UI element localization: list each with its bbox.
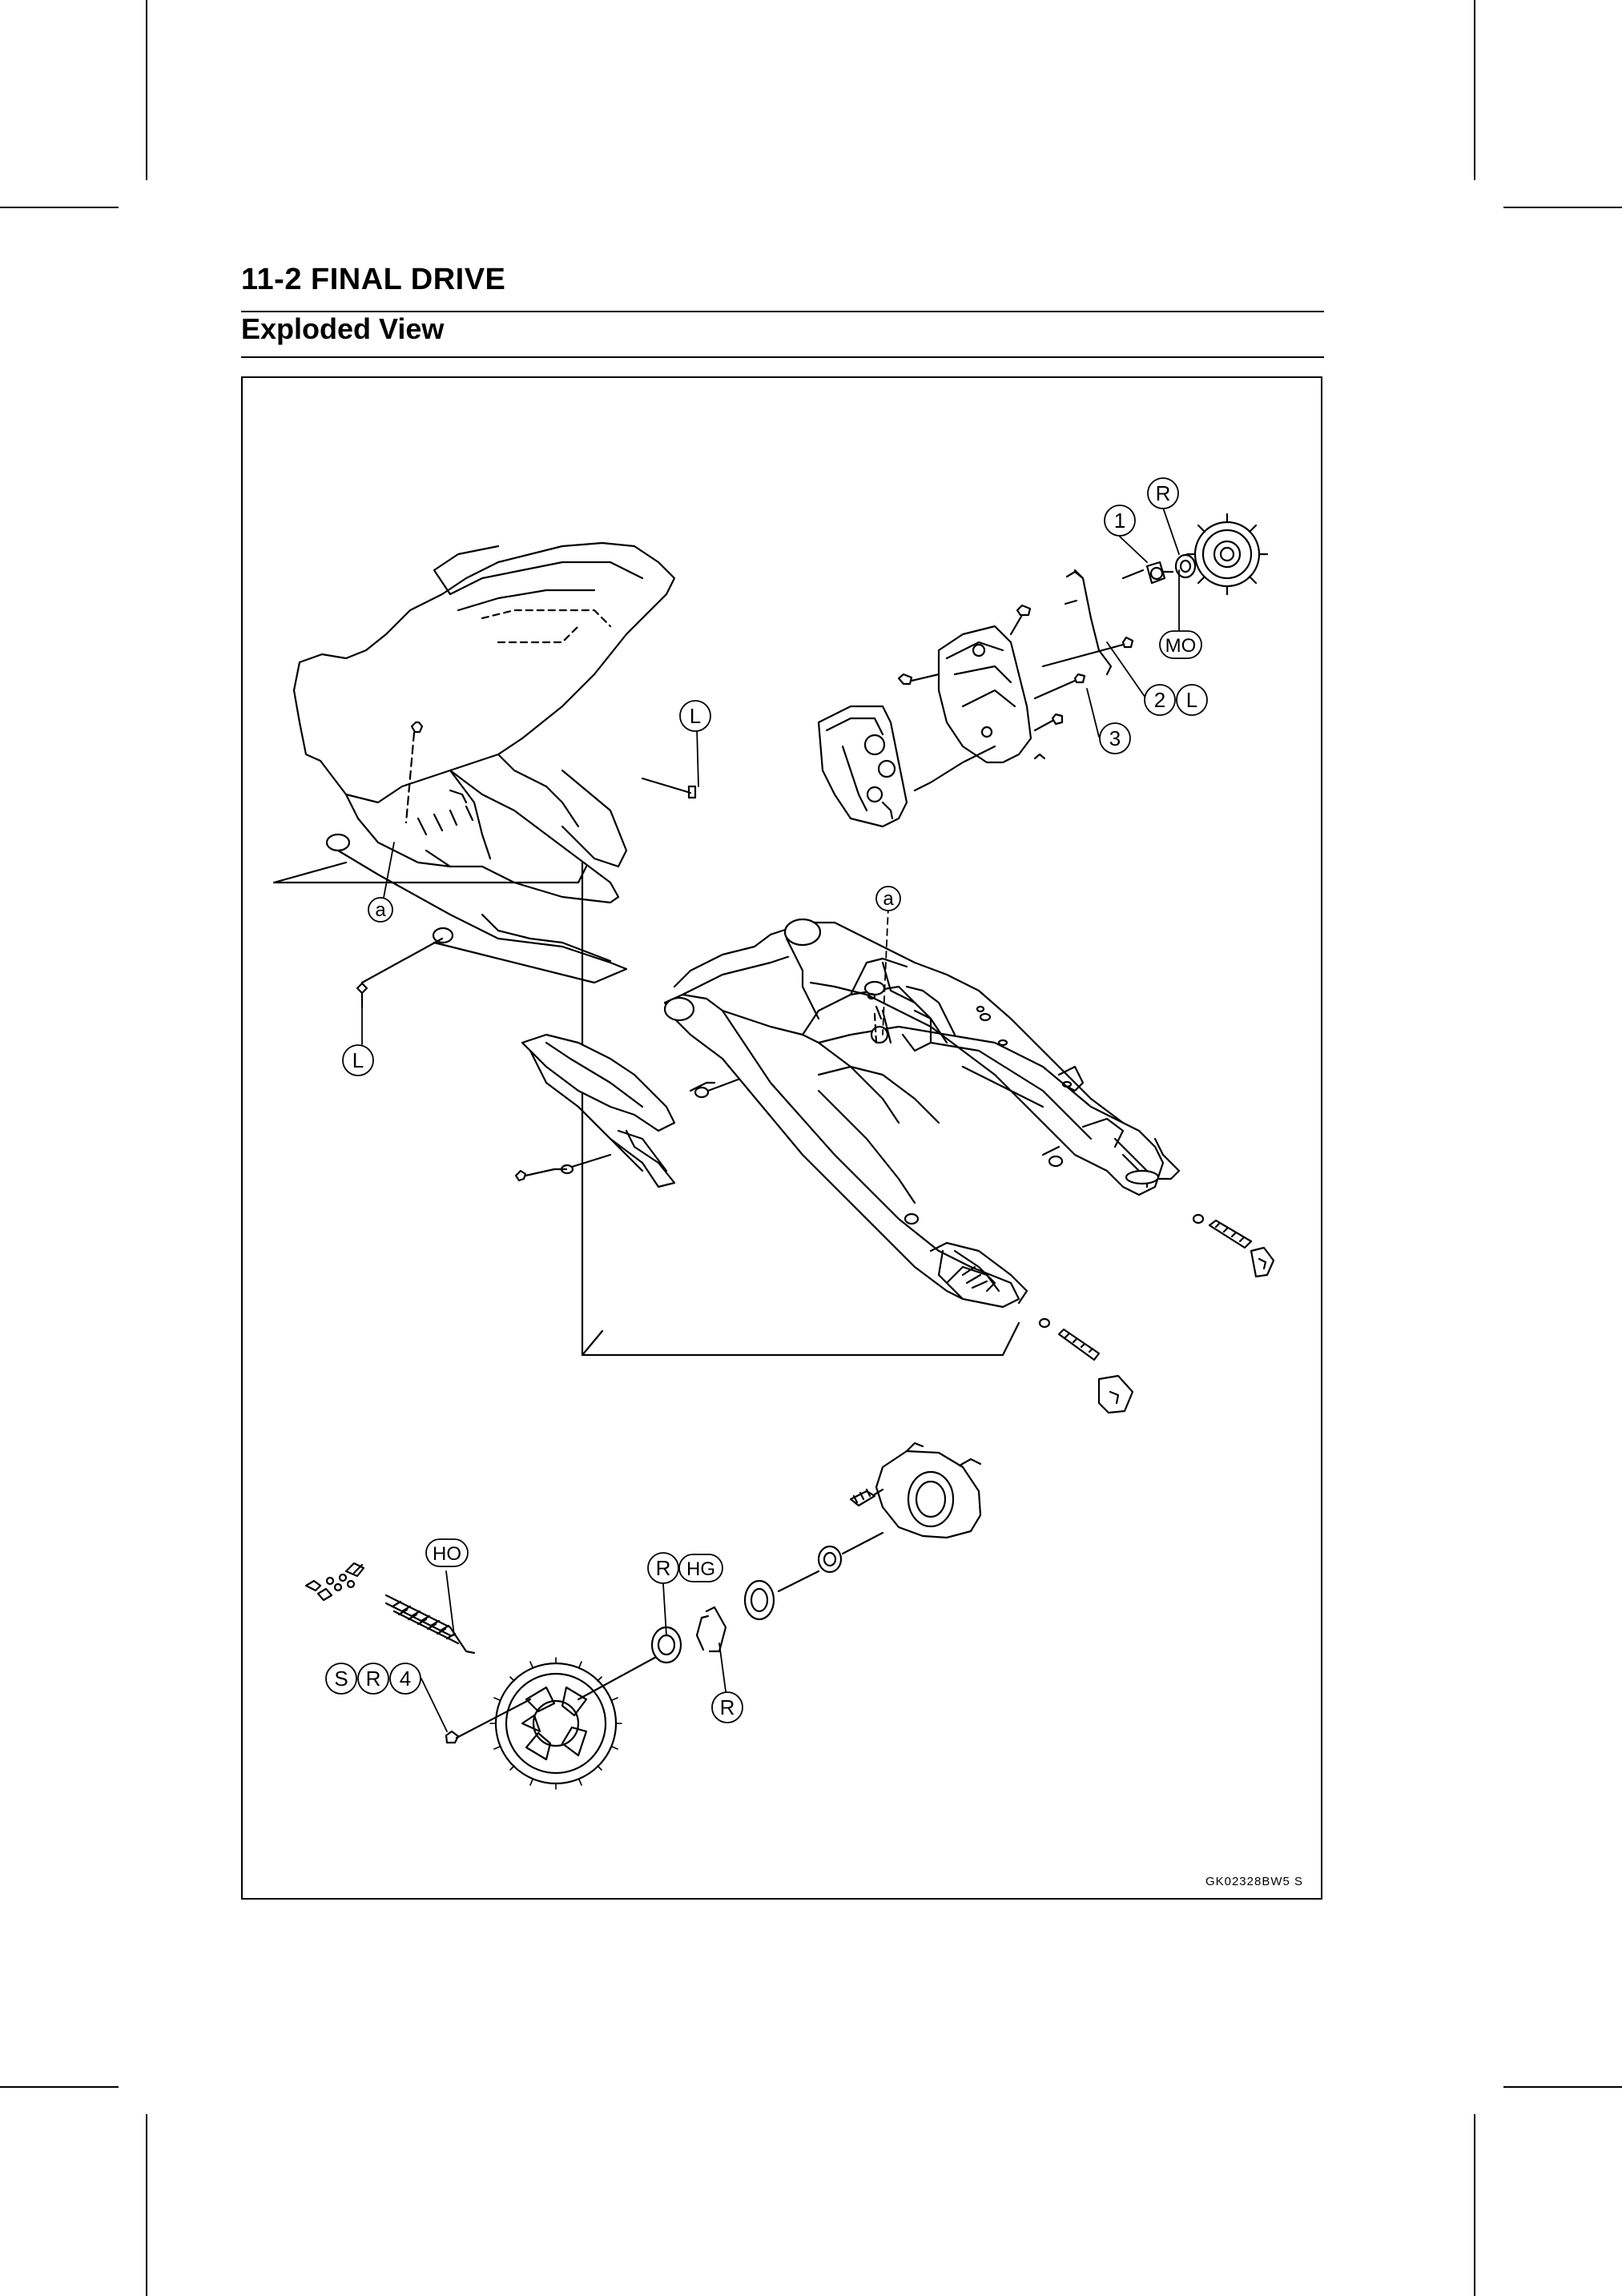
callout-a-arm — [875, 886, 901, 911]
callout-L-right-text: L — [1186, 688, 1197, 712]
figure-code: GK02328BW5 S — [1205, 1875, 1303, 1888]
callout-L-right — [1176, 684, 1208, 716]
callout-HO-text: HO — [433, 1543, 461, 1565]
callout-leaders — [361, 507, 1180, 1732]
crop-mark-top-left-vertical — [146, 0, 147, 180]
crop-mark-bottom-left-horizontal — [0, 2086, 119, 2088]
callout-MO — [1159, 630, 1202, 659]
exploded-view-figure: 1 R MO 2 L 3 L a a L HO R HG R S R 4 — [241, 376, 1322, 1900]
callout-L-top-text: L — [690, 704, 701, 728]
callout-MO-text: MO — [1165, 635, 1197, 657]
crop-mark-top-right-vertical — [1474, 0, 1475, 180]
swingarm-part — [663, 918, 1181, 1309]
callout-R-sprocket — [357, 1663, 389, 1695]
title-rule — [241, 311, 1324, 312]
callout-S-text: S — [334, 1667, 348, 1691]
crop-mark-top-right-horizontal — [1503, 207, 1622, 208]
callout-2 — [1144, 684, 1176, 716]
callout-L-top — [679, 700, 711, 732]
callout-HG-text: HG — [686, 1558, 715, 1580]
callout-L-left-text: L — [352, 1048, 364, 1072]
crop-mark-top-left-horizontal — [0, 207, 119, 208]
callout-4 — [389, 1663, 421, 1695]
callout-3-text: 3 — [1109, 726, 1121, 750]
crop-mark-bottom-right-vertical — [1474, 2114, 1475, 2296]
callout-1 — [1104, 505, 1136, 537]
callout-R-hub-text: R — [656, 1556, 671, 1580]
reference-leader-lines — [272, 861, 1020, 1357]
crop-mark-bottom-right-horizontal — [1503, 2086, 1622, 2088]
callout-labels: 1 R MO 2 L 3 L a a L HO R HG R S R 4 — [325, 477, 1208, 1723]
callout-HO — [425, 1538, 469, 1567]
callout-a-left-text: a — [375, 899, 386, 921]
callout-R-sprocket-text: R — [366, 1667, 381, 1691]
callout-2-text: 2 — [1154, 688, 1165, 712]
callout-R-circlip — [711, 1691, 743, 1723]
rear-sprocket-part — [445, 1650, 668, 1790]
callout-R-top-text: R — [1156, 481, 1171, 505]
callout-S — [325, 1663, 357, 1695]
callout-R-hub — [647, 1552, 679, 1584]
callout-1-text: 1 — [1114, 509, 1125, 533]
output-sprocket-part — [1121, 513, 1269, 596]
callout-a-arm-text: a — [883, 888, 894, 910]
callout-a-left — [368, 897, 393, 923]
callout-3 — [1099, 722, 1131, 754]
callout-R-top — [1147, 477, 1179, 509]
exploded-view-drawing: 1 R MO 2 L 3 L a a L HO R HG R S R 4 — [272, 477, 1275, 1790]
callout-R-circlip-text: R — [720, 1695, 735, 1719]
chain-guard-part — [292, 541, 676, 984]
page-title: 11-2 FINAL DRIVE — [241, 263, 506, 296]
section-rule — [241, 356, 1324, 358]
hub-bearing-parts — [650, 1442, 982, 1664]
drive-chain-part — [304, 1562, 476, 1655]
callout-L-left — [342, 1044, 374, 1076]
sprocket-cover-assembly — [817, 569, 1134, 828]
lower-chain-guard-part — [514, 1033, 758, 1188]
crop-mark-bottom-left-vertical — [146, 2114, 147, 2296]
chain-adjuster-parts — [1038, 1213, 1275, 1414]
section-title: Exploded View — [241, 312, 445, 345]
callout-4-text: 4 — [400, 1667, 411, 1691]
callout-HG — [678, 1554, 723, 1582]
